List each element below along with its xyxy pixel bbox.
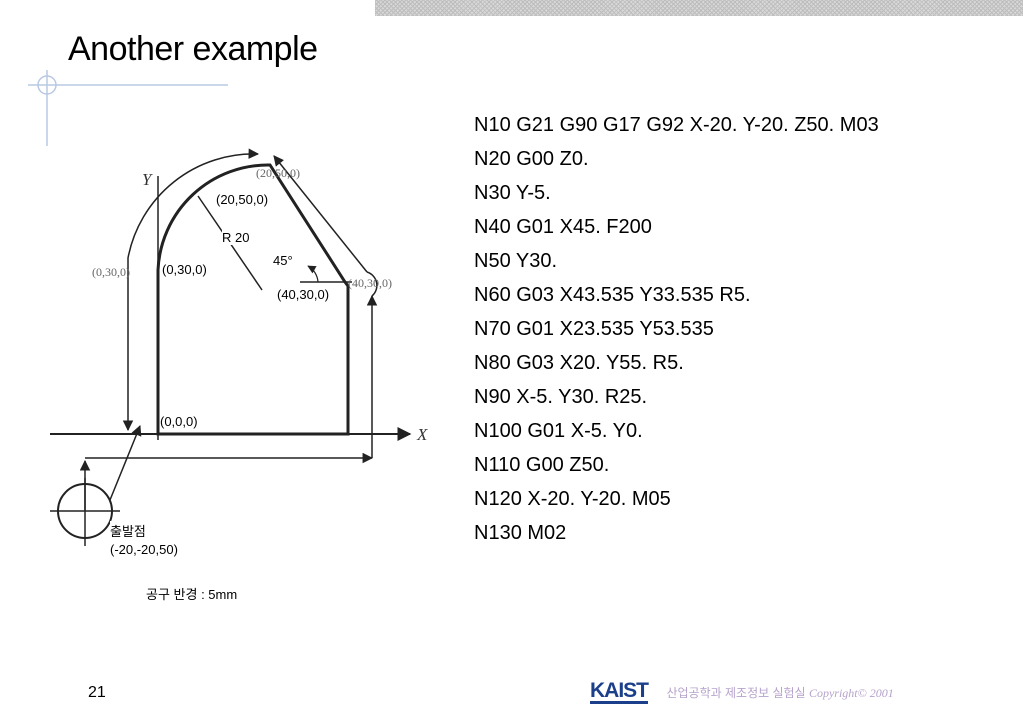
gcode-line: N40 G01 X45. F200 bbox=[474, 216, 652, 238]
faint-top-label: (20,50,0) bbox=[256, 166, 300, 180]
tool-path-slant bbox=[273, 155, 368, 273]
kaist-logo: KAIST bbox=[590, 679, 649, 704]
angle-arc bbox=[307, 265, 319, 283]
toolpath-diagram bbox=[50, 148, 412, 546]
label-left-point: (0,30,0) bbox=[162, 262, 207, 277]
label-start-name: 출발점 bbox=[110, 521, 146, 540]
label-top-point: (20,50,0) bbox=[216, 192, 269, 207]
gcode-line: N60 G03 X43.535 Y33.535 R5. bbox=[474, 284, 751, 306]
gcode-program: N10 G21 G90 G17 G92 X-20. Y-20. Z50. M03… bbox=[474, 112, 879, 554]
gcode-line: N110 G00 Z50. bbox=[474, 454, 610, 476]
label-radius: R 20 bbox=[222, 230, 250, 245]
label-start-coords: (-20,-20,50) bbox=[110, 542, 178, 557]
gcode-line: N80 G03 X20. Y55. R5. bbox=[474, 352, 684, 374]
gcode-line: N30 Y-5. bbox=[474, 182, 551, 204]
lab-name: 산업공학과 제조정보 실험실 bbox=[666, 686, 806, 700]
tool-path-corner bbox=[366, 271, 378, 297]
x-axis-label: X bbox=[417, 425, 428, 444]
y-axis-label: Y bbox=[142, 170, 152, 189]
gcode-line: N90 X-5. Y30. R25. bbox=[474, 386, 648, 408]
label-tool-radius: 공구 반경 : 5mm bbox=[146, 584, 238, 603]
gcode-line: N10 G21 G90 G17 G92 X-20. Y-20. Z50. M03 bbox=[474, 114, 879, 136]
gcode-line: N100 G01 X-5. Y0. bbox=[474, 420, 643, 442]
gcode-line: N120 X-20. Y-20. M05 bbox=[474, 488, 671, 510]
footer-credit: 산업공학과 제조정보 실험실 Copyright© 2001 bbox=[666, 684, 893, 701]
gcode-line: N20 G00 Z0. bbox=[474, 148, 589, 170]
label-right-point: (40,30,0) bbox=[277, 287, 330, 302]
tool-path-to-origin bbox=[109, 425, 142, 501]
corner-decoration bbox=[28, 70, 228, 146]
page-number: 21 bbox=[88, 684, 106, 701]
gcode-line: N50 Y30. bbox=[474, 250, 558, 272]
label-origin: (0,0,0) bbox=[160, 414, 198, 429]
label-angle: 45° bbox=[273, 253, 293, 268]
faint-left-label: (0,30,0) bbox=[92, 265, 130, 279]
faint-right-label: (40,30,0) bbox=[348, 276, 392, 290]
footer: KAIST 산업공학과 제조정보 실험실 Copyright© 2001 bbox=[590, 679, 894, 704]
copyright-text: Copyright© 2001 bbox=[808, 686, 894, 700]
gcode-line: N130 M02 bbox=[474, 522, 567, 544]
gcode-line: N70 G01 X23.535 Y53.535 bbox=[474, 318, 714, 340]
tool-path-arc bbox=[122, 148, 260, 432]
top-pattern-bar bbox=[375, 0, 1023, 16]
slide-title: Another example bbox=[68, 30, 318, 68]
